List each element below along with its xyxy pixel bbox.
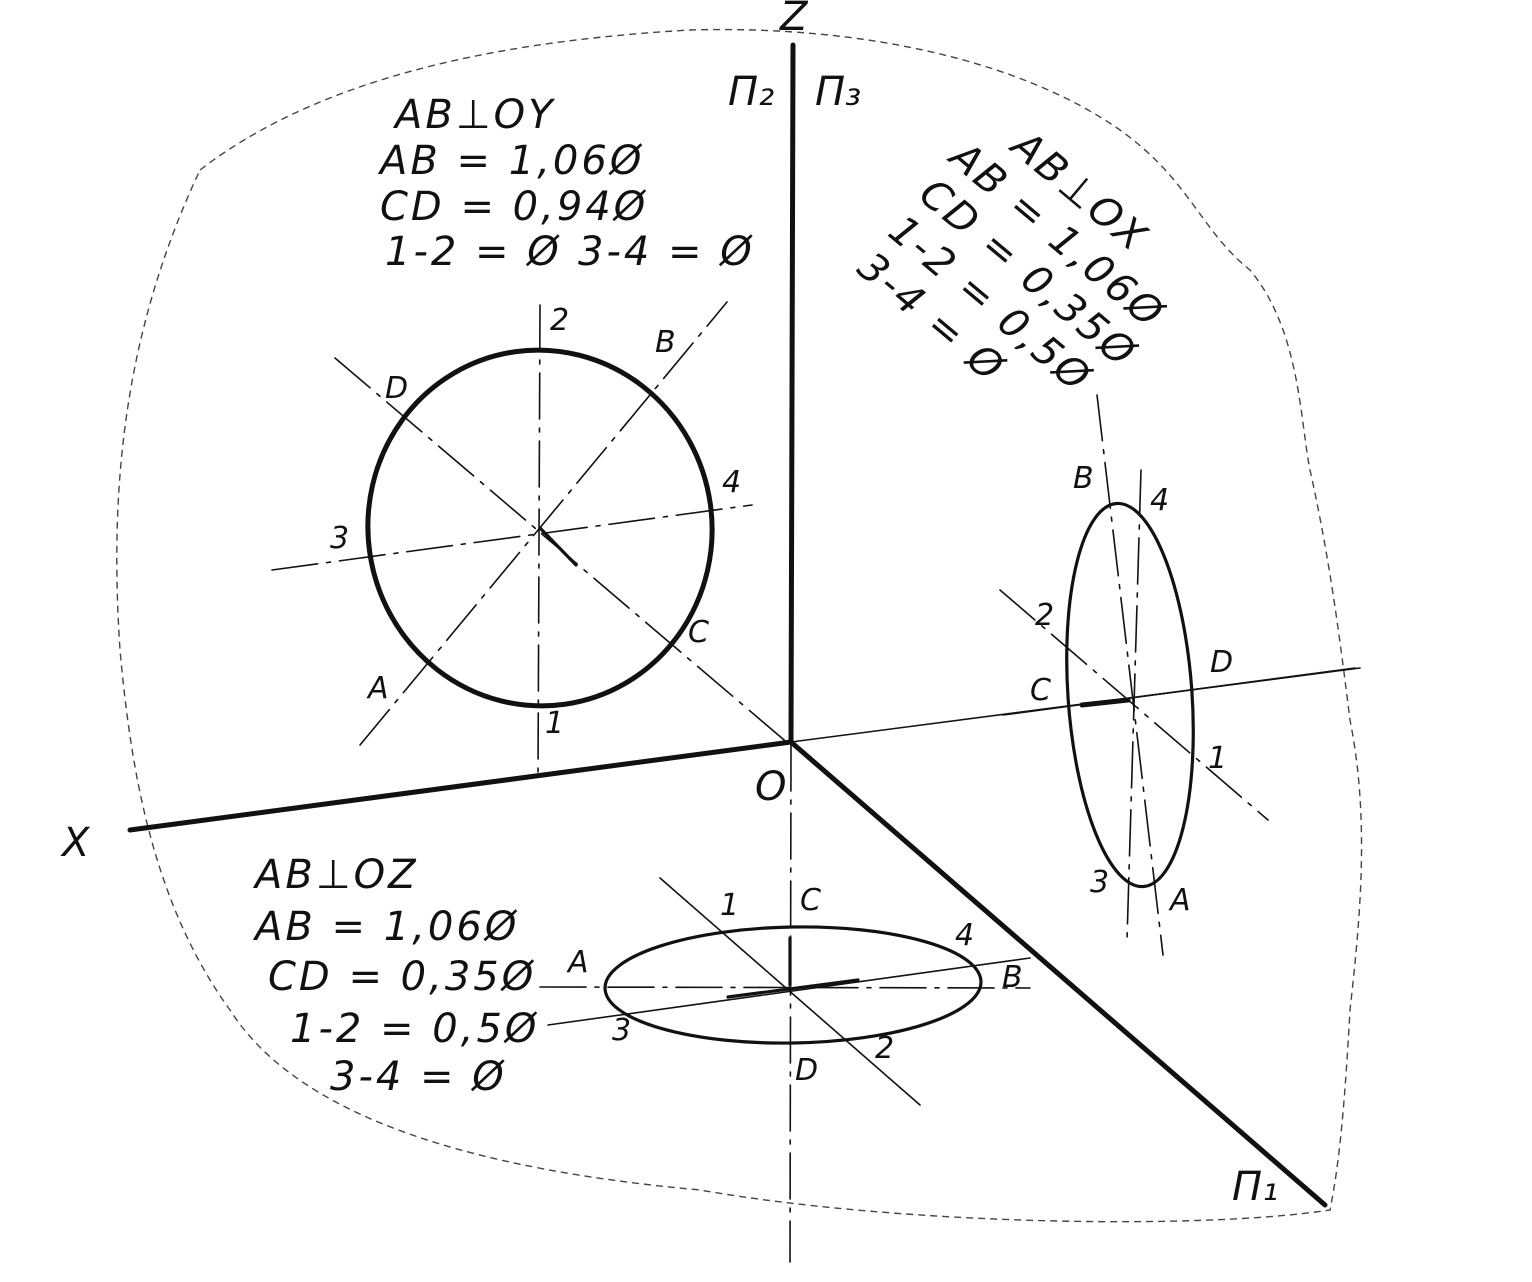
- axis-a-b: [359, 301, 728, 746]
- point-label-a: A: [566, 945, 589, 980]
- frontal-view: AB⊥OY AB = 1,06Ø CD = 0,94Ø 1-2 = Ø 3-4 …: [271, 92, 791, 779]
- pi2-label: Π₂: [728, 69, 774, 115]
- y-axis-pi1: [788, 739, 1328, 1208]
- point-label-4: 4: [955, 918, 974, 953]
- point-label-1: 1: [720, 888, 739, 923]
- pi3-label: Π₃: [815, 69, 861, 115]
- profile-ellipse: [1065, 501, 1195, 889]
- note-line: AB = 1,06Ø: [377, 138, 644, 184]
- x-axis-label: X: [60, 820, 91, 866]
- point-label-a: A: [1168, 883, 1191, 918]
- note-line: CD = 0,35Ø: [268, 954, 536, 1000]
- z-axis-label: Z: [779, 0, 809, 40]
- point-label-d: D: [1210, 645, 1233, 680]
- sheet-outline: [116, 28, 1363, 1223]
- point-label-3: 3: [330, 521, 349, 556]
- note-line: 3-4 = Ø: [578, 229, 755, 275]
- point-label-c: C: [800, 883, 821, 918]
- profile-view: AB⊥OX AB = 1,06Ø CD = 0,35Ø 1-2 = 0,5Ø 3…: [849, 120, 1356, 956]
- point-label-b: B: [1002, 960, 1023, 995]
- x-axis: [127, 739, 794, 833]
- point-label-a: A: [366, 671, 389, 706]
- axis-1-2: [537, 304, 541, 779]
- note-line: 1-2 = 0,5Ø: [290, 1006, 539, 1052]
- center-mark: [538, 526, 578, 567]
- point-label-d: D: [795, 1053, 818, 1088]
- point-label-d: D: [385, 371, 408, 406]
- origin-label: O: [755, 764, 786, 810]
- profile-notes: AB⊥OX AB = 1,06Ø CD = 0,35Ø 1-2 = 0,5Ø 3…: [849, 120, 1174, 402]
- point-label-b: B: [1073, 461, 1094, 496]
- z-axis: [788, 42, 796, 745]
- axis-1-2: [1002, 667, 1356, 716]
- point-label-2: 2: [875, 1031, 894, 1066]
- center-mark-h: [726, 978, 860, 999]
- horizontal-ellipse: [603, 925, 983, 1045]
- point-label-2: 2: [1035, 598, 1054, 633]
- note-line: 1-2 = Ø: [385, 229, 562, 275]
- horizontal-view: AB⊥OZ AB = 1,06Ø CD = 0,35Ø 1-2 = 0,5Ø 3…: [252, 852, 1031, 1106]
- note-line: 3-4 = Ø: [330, 1054, 507, 1100]
- axis-c-d: [999, 589, 1269, 821]
- pi1-label: Π₁: [1232, 1164, 1278, 1210]
- point-label-2: 2: [550, 303, 569, 338]
- point-label-c: C: [688, 615, 709, 650]
- frontal-notes: AB⊥OY AB = 1,06Ø CD = 0,94Ø 1-2 = Ø 3-4 …: [377, 92, 755, 275]
- axis-a-b: [1096, 394, 1164, 956]
- frontal-ellipse: [365, 347, 715, 709]
- point-label-c: C: [1030, 673, 1051, 708]
- horizontal-notes: AB⊥OZ AB = 1,06Ø CD = 0,35Ø 1-2 = 0,5Ø 3…: [252, 852, 539, 1100]
- point-label-3: 3: [612, 1013, 631, 1048]
- note-line: CD = 0,94Ø: [380, 184, 648, 230]
- center-mark: [1079, 697, 1131, 708]
- axis-3-4: [271, 504, 753, 571]
- note-line: AB = 1,06Ø: [252, 904, 519, 950]
- point-label-b: B: [655, 325, 676, 360]
- note-line: AB⊥OZ: [252, 852, 419, 898]
- point-label-1: 1: [545, 706, 564, 741]
- z-axis-extension: [789, 744, 792, 1263]
- note-line: AB⊥OY: [392, 92, 556, 138]
- point-label-4: 4: [1150, 483, 1169, 518]
- point-label-3: 3: [1090, 865, 1109, 900]
- point-label-1: 1: [1208, 741, 1227, 776]
- axis-1-2: [659, 877, 921, 1106]
- point-label-4: 4: [722, 465, 741, 500]
